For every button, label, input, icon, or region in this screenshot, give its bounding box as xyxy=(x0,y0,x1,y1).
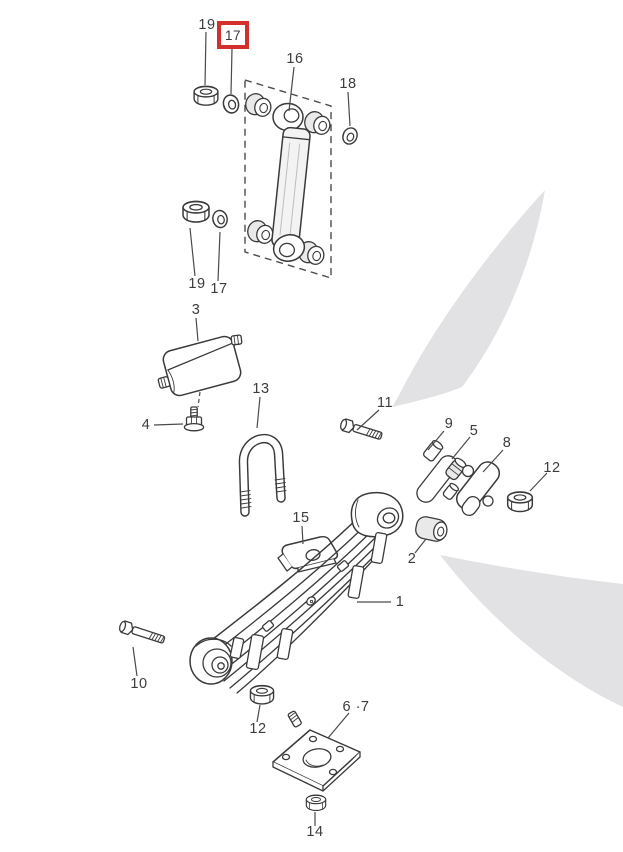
background-swoosh-upper xyxy=(392,190,545,407)
callout-15[interactable]: 15 xyxy=(292,510,310,526)
callout-18[interactable]: 18 xyxy=(339,76,357,92)
callout-2[interactable]: 2 xyxy=(407,551,417,567)
leader-lines xyxy=(132,31,548,826)
shackle-plate-8-drawing xyxy=(455,461,501,517)
washer-17-top-drawing xyxy=(220,92,242,116)
u-bolt-drawing xyxy=(238,433,287,517)
callout-12-right[interactable]: 12 xyxy=(543,460,561,476)
callout-12-bottom[interactable]: 12 xyxy=(249,721,267,737)
bolt-4-drawing xyxy=(183,406,205,432)
shock-absorber-drawing xyxy=(243,91,333,267)
shock-kit-dashed-box xyxy=(244,79,332,279)
bushing-2-drawing xyxy=(415,516,448,542)
callout-11[interactable]: 11 xyxy=(376,395,394,411)
bushing-5-drawing xyxy=(445,457,467,481)
callout-3[interactable]: 3 xyxy=(191,302,201,318)
callout-19-top[interactable]: 19 xyxy=(198,17,216,33)
callout-9[interactable]: 9 xyxy=(444,416,454,432)
callout-17-selected-box[interactable]: 17 xyxy=(217,21,249,49)
callout-16[interactable]: 16 xyxy=(286,51,304,67)
washer-18-drawing xyxy=(339,124,361,148)
nut-19-mid-drawing xyxy=(182,200,210,223)
seat-plate-15-drawing xyxy=(277,535,339,573)
callout-10[interactable]: 10 xyxy=(130,676,148,692)
callout-14[interactable]: 14 xyxy=(306,824,324,840)
nut-12-bottom-drawing xyxy=(249,684,275,705)
callout-1[interactable]: 1 xyxy=(395,594,405,610)
callout-13[interactable]: 13 xyxy=(252,381,270,397)
callout-6-7[interactable]: 6 ·7 xyxy=(342,699,370,715)
nut-14-drawing xyxy=(305,794,327,812)
callout-8[interactable]: 8 xyxy=(502,435,512,451)
bolt-11-drawing xyxy=(340,418,383,440)
nut-12-right-drawing xyxy=(506,491,534,513)
callout-17-mid[interactable]: 17 xyxy=(210,281,228,297)
background-swoosh-lower xyxy=(440,555,623,707)
spring-plate-6-7-drawing xyxy=(272,710,361,792)
bolt-10-drawing xyxy=(118,620,166,644)
callout-19-mid[interactable]: 19 xyxy=(188,276,206,292)
callout-5[interactable]: 5 xyxy=(469,423,479,439)
shackle-9-drawing xyxy=(416,440,460,503)
nut-19-top-drawing xyxy=(193,85,219,106)
bump-stop-drawing xyxy=(157,334,243,397)
leaf-spring-drawing xyxy=(189,491,404,694)
callout-4[interactable]: 4 xyxy=(141,417,151,433)
washer-17-mid-drawing xyxy=(210,208,230,230)
callout-17-top[interactable]: 17 xyxy=(224,27,242,43)
